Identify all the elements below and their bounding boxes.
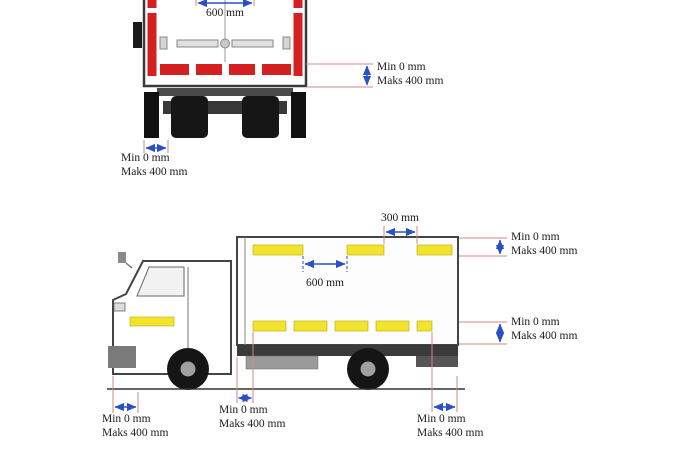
rear-underrun bbox=[416, 356, 458, 367]
headlight bbox=[113, 302, 126, 312]
side-bottom-rear-gap-label: Min 0 mm Maks 400 mm bbox=[417, 413, 483, 440]
hinge-left bbox=[159, 36, 168, 50]
chassis bbox=[237, 345, 458, 370]
max-gap-label: Maks 400 mm bbox=[219, 417, 286, 430]
min-gap-label: Min 0 mm bbox=[377, 61, 426, 73]
side-right-upper-gap-label: Min 0 mm Maks 400 mm bbox=[511, 231, 577, 258]
door-latch-bar-left bbox=[176, 39, 219, 48]
rear-top-dimension-label: 600 mm bbox=[205, 7, 244, 19]
rear-top-dimension-lines bbox=[195, 0, 255, 8]
side-top-dimension-lines bbox=[383, 226, 418, 244]
max-gap-label: Maks 400 mm bbox=[511, 329, 578, 342]
rear-right-gap-lines bbox=[306, 63, 373, 88]
min-gap-label: Min 0 mm bbox=[417, 413, 466, 425]
door-latch-bar-right bbox=[231, 39, 274, 48]
min-gap-label: Min 0 mm bbox=[511, 316, 560, 328]
max-gap-label: Maks 400 mm bbox=[511, 244, 578, 257]
cab-yellow-marking bbox=[129, 316, 175, 327]
red-reflective-strips bbox=[147, 0, 303, 76]
side-view-truck bbox=[107, 226, 507, 413]
side-bottom-front-gap-lines bbox=[112, 376, 139, 413]
side-window bbox=[136, 266, 185, 297]
min-gap-label: Min 0 mm bbox=[102, 413, 151, 425]
yellow-marking-bottom-row bbox=[252, 320, 433, 332]
rear-bottom-gap-label: Min 0 mm Maks 400 mm bbox=[121, 152, 187, 179]
max-gap-label: Maks 400 mm bbox=[377, 74, 444, 87]
hinge-right bbox=[282, 36, 291, 50]
side-bottom-front-gap-label: Min 0 mm Maks 400 mm bbox=[102, 413, 168, 440]
rear-view-truck bbox=[133, 0, 373, 153]
yellow-marking-top-row bbox=[252, 244, 453, 256]
rear-right-gap-label: Min 0 mm Maks 400 mm bbox=[377, 61, 443, 88]
front-bumper bbox=[108, 346, 136, 368]
max-gap-label: Maks 400 mm bbox=[417, 426, 484, 439]
side-bottom-middle-gap-label: Min 0 mm Maks 400 mm bbox=[219, 404, 285, 431]
side-skirt bbox=[245, 355, 319, 370]
rear-bottom-gap-lines bbox=[143, 140, 169, 153]
side-right-upper-gap-lines bbox=[459, 237, 507, 257]
side-middle-dimension-lines bbox=[302, 256, 348, 272]
side-top-dimension-label: 300 mm bbox=[380, 212, 419, 224]
rear-left-fixture bbox=[133, 22, 142, 48]
mirror bbox=[118, 252, 126, 263]
side-bottom-middle-gap-lines bbox=[236, 332, 254, 403]
front-wheel-hub bbox=[180, 361, 196, 377]
rear-undercarriage bbox=[144, 88, 306, 138]
door-lock bbox=[220, 38, 230, 49]
max-gap-label: Maks 400 mm bbox=[121, 165, 188, 178]
max-gap-label: Maks 400 mm bbox=[102, 426, 169, 439]
side-bottom-rear-gap-lines bbox=[431, 332, 458, 412]
min-gap-label: Min 0 mm bbox=[219, 404, 268, 416]
side-right-lower-gap-lines bbox=[459, 321, 507, 345]
cargo-box bbox=[236, 236, 459, 346]
min-gap-label: Min 0 mm bbox=[121, 152, 170, 164]
side-right-lower-gap-label: Min 0 mm Maks 400 mm bbox=[511, 316, 577, 343]
rear-wheel-hub bbox=[360, 361, 376, 377]
cab bbox=[108, 252, 232, 375]
side-middle-dimension-label: 600 mm bbox=[305, 277, 344, 289]
min-gap-label: Min 0 mm bbox=[511, 231, 560, 243]
